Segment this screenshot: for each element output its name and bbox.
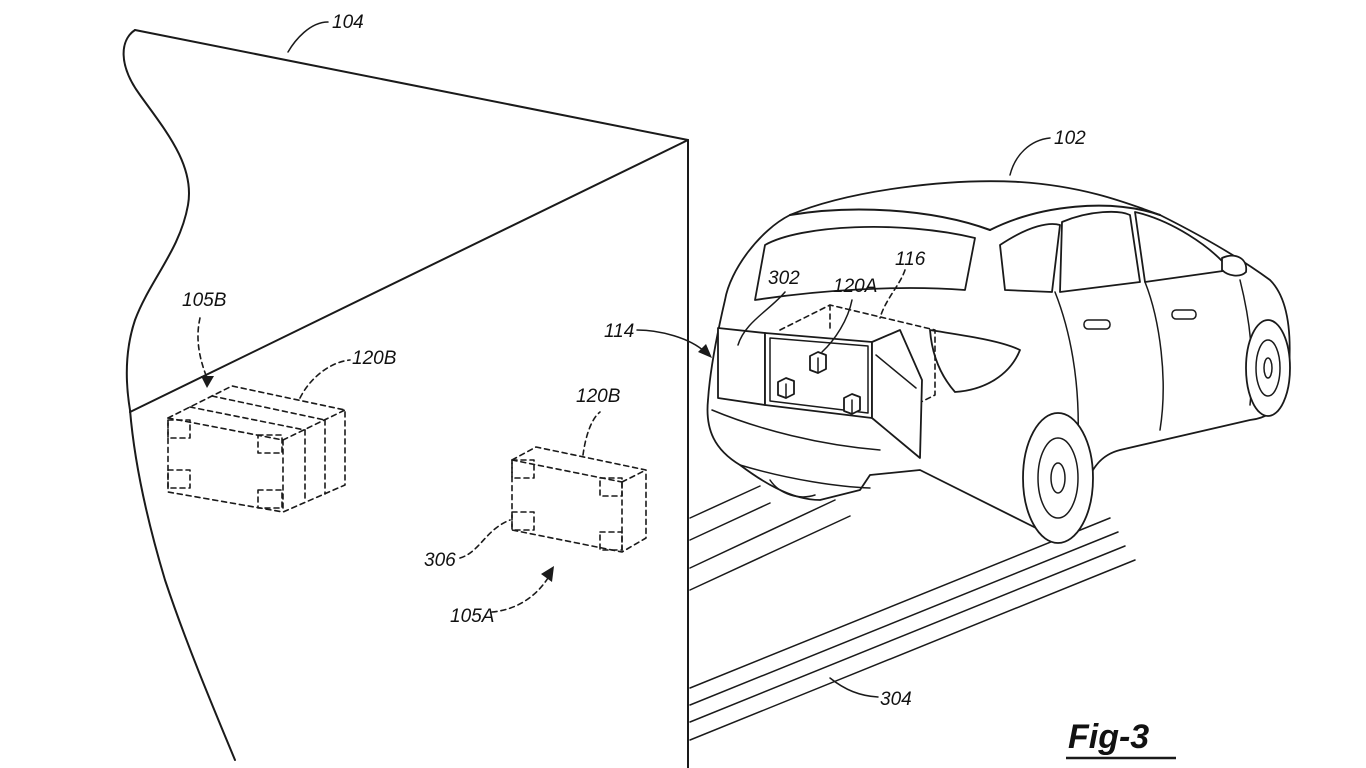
label-116: 116 [895,249,926,270]
arrow-head-114 [698,344,712,358]
label-120b-left: 120B [352,348,397,369]
container-120a-items [777,351,861,415]
arrow-head-105b [201,376,214,388]
figure-title: Fig-3 [1068,718,1149,756]
wall-104 [122,29,689,768]
label-120b-right: 120B [576,386,621,407]
figure-caption: Fig-3 [1066,718,1176,760]
label-302: 302 [768,268,800,289]
label-120a: 120A [833,276,877,297]
label-306: 306 [424,550,456,571]
ground-rails-304 [689,485,1136,741]
storage-box-120b-right [511,446,647,553]
label-105a: 105A [450,606,494,627]
label-114: 114 [604,321,634,342]
storage-box-120b-left [167,385,346,513]
arrow-head-105a [541,566,554,582]
reference-labels: 104 102 105B 120B 120B 306 105A 114 302 … [182,12,1086,710]
label-304: 304 [880,689,912,710]
leader-lines [197,21,1051,698]
vehicle-102 [706,180,1291,544]
label-104: 104 [332,12,364,33]
label-102: 102 [1054,128,1086,149]
label-105b: 105B [182,290,227,311]
